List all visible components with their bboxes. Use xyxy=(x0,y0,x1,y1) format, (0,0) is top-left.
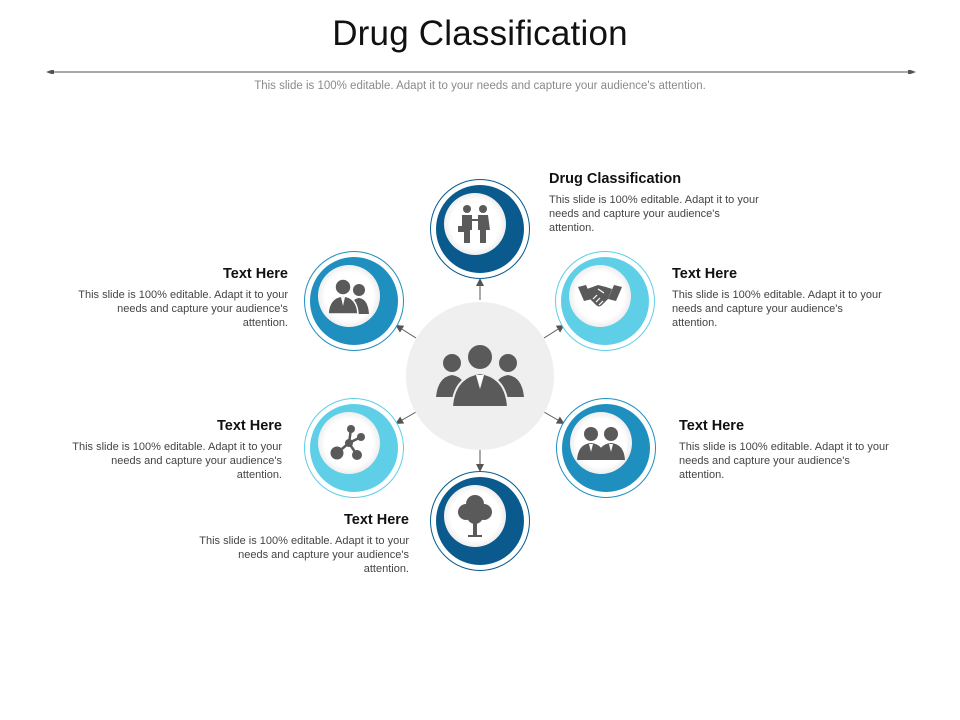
label-title: Text Here xyxy=(672,266,738,282)
label-bottom: Text Here This slide is 100% editable. A… xyxy=(199,512,409,576)
label-title: Text Here xyxy=(216,418,282,434)
node-top-left xyxy=(304,251,404,351)
label-desc: This slide is 100% editable. Adapt it to… xyxy=(672,289,882,329)
label-desc: This slide is 100% editable. Adapt it to… xyxy=(679,441,889,481)
arrow-bottom-right xyxy=(543,411,565,425)
molecule-icon xyxy=(330,425,365,460)
arrow-bottom-left xyxy=(395,411,417,425)
node-top xyxy=(430,179,530,279)
label-title: Drug Classification xyxy=(549,171,682,187)
arrow-top-left xyxy=(395,324,417,339)
node-bottom xyxy=(430,471,530,571)
label-desc: This slide is 100% editable. Adapt it to… xyxy=(199,535,409,575)
business-meeting-icon xyxy=(458,205,490,243)
handshake-icon xyxy=(578,285,622,307)
label-desc: This slide is 100% editable. Adapt it to… xyxy=(78,289,288,329)
slide-subtitle: This slide is 100% editable. Adapt it to… xyxy=(254,80,706,92)
node-bottom-left xyxy=(304,398,404,498)
label-bottom-left: Text Here This slide is 100% editable. A… xyxy=(72,418,282,482)
label-bottom-right: Text Here This slide is 100% editable. A… xyxy=(679,418,889,482)
label-desc: This slide is 100% editable. Adapt it to… xyxy=(549,194,759,234)
label-title: Text Here xyxy=(222,266,288,282)
node-top-right xyxy=(555,251,655,351)
tree-icon xyxy=(458,495,492,537)
arrow-top-right xyxy=(543,324,565,339)
node-bottom-right xyxy=(556,398,656,498)
business-pair-icon xyxy=(327,278,369,314)
label-title: Text Here xyxy=(343,512,409,528)
label-top: Drug Classification This slide is 100% e… xyxy=(549,171,759,235)
title-divider xyxy=(46,70,916,74)
label-desc: This slide is 100% editable. Adapt it to… xyxy=(72,441,282,481)
business-team-icon xyxy=(436,343,524,408)
label-top-left: Text Here This slide is 100% editable. A… xyxy=(78,266,288,330)
label-title: Text Here xyxy=(679,418,745,434)
center-hub xyxy=(406,302,554,450)
two-people-icon xyxy=(577,427,625,460)
slide-title: Drug Classification xyxy=(332,14,628,53)
label-top-right: Text Here This slide is 100% editable. A… xyxy=(672,266,882,330)
